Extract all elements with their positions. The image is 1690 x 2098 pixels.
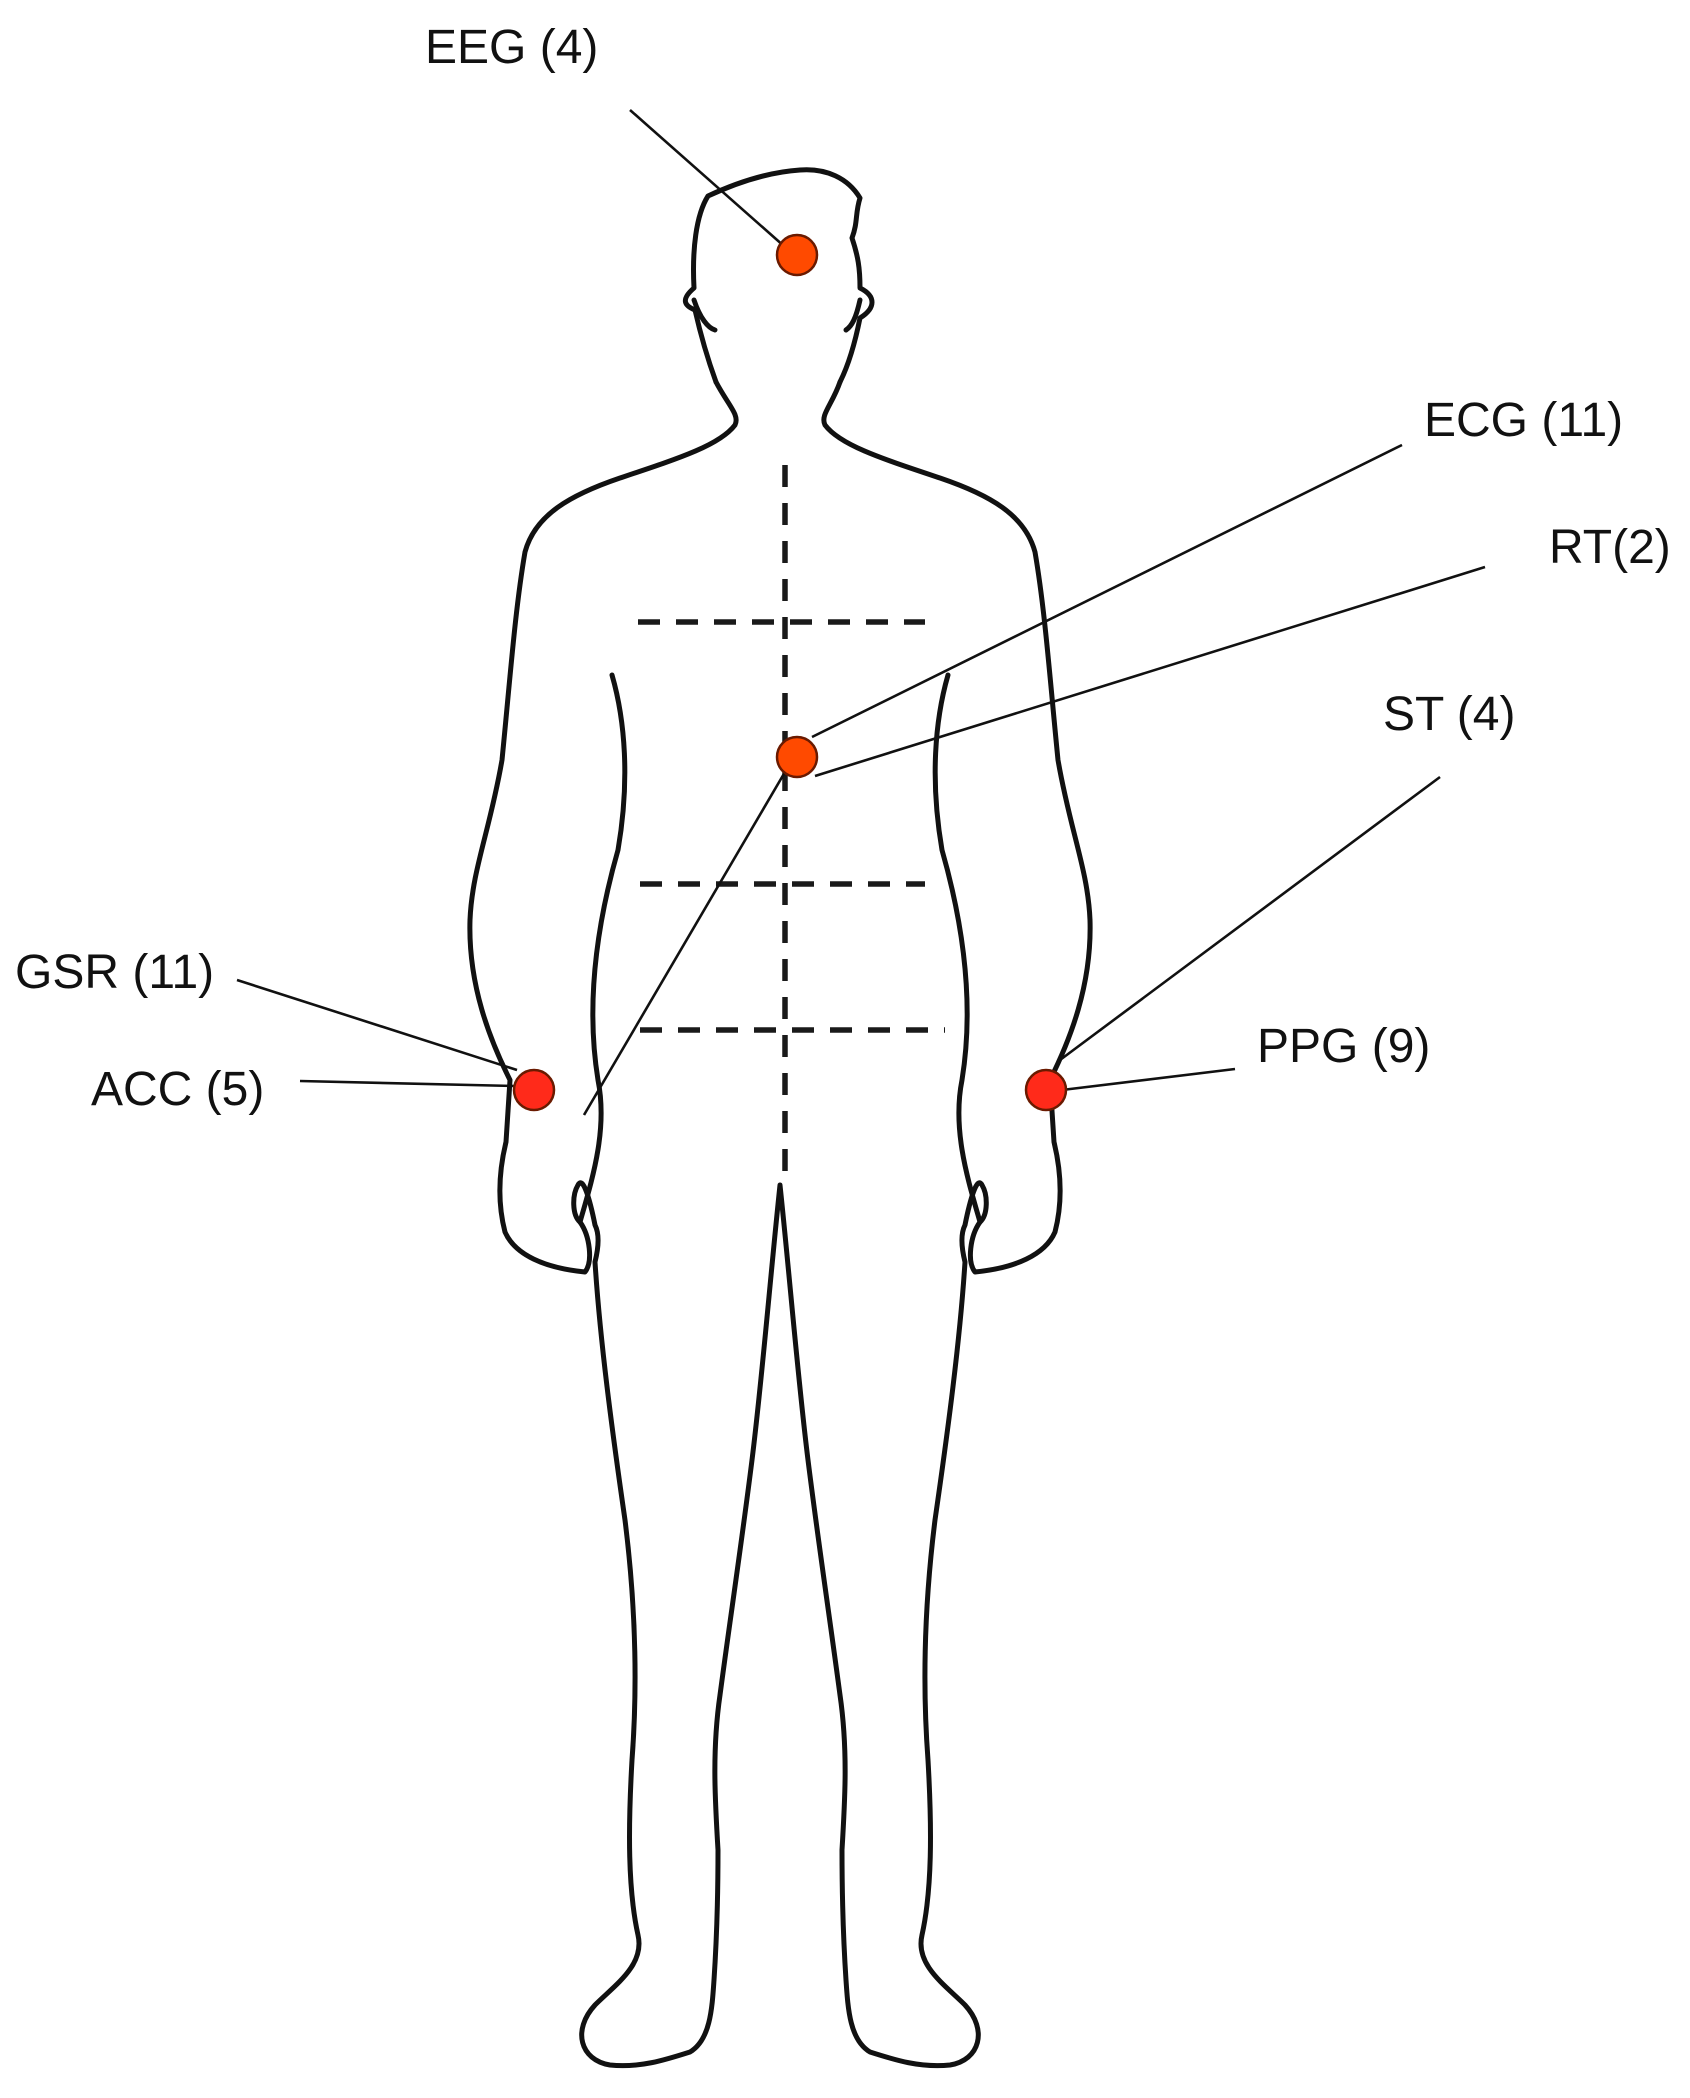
right-ear bbox=[843, 297, 863, 333]
human-body-outline bbox=[467, 167, 1093, 2069]
st-leader-line bbox=[1059, 775, 1441, 1062]
right-inner-arm bbox=[932, 672, 983, 1225]
left-inner-arm bbox=[577, 672, 628, 1225]
left-wrist-sensor-marker bbox=[512, 1068, 556, 1112]
rt-leader-line bbox=[814, 565, 1486, 778]
chest-sensor-marker bbox=[775, 735, 819, 779]
rt-label: RT(2) bbox=[1549, 521, 1671, 574]
eeg-leader-line bbox=[629, 109, 786, 248]
ecg-leader-line bbox=[811, 443, 1403, 739]
ecg-label: ECG (11) bbox=[1424, 394, 1623, 447]
eeg-label: EEG (4) bbox=[425, 21, 598, 74]
dashed-reference-grid bbox=[638, 465, 945, 1185]
gsr-leader-line bbox=[236, 978, 518, 1072]
acc-leader-line bbox=[299, 1079, 515, 1088]
st-label: ST (4) bbox=[1383, 688, 1515, 741]
body-silhouette bbox=[467, 379, 1093, 2069]
ppg-leader-line bbox=[1061, 1067, 1236, 1092]
acc-label: ACC (5) bbox=[91, 1063, 264, 1116]
right-wrist-sensor-marker bbox=[1024, 1068, 1068, 1112]
ppg-label: PPG (9) bbox=[1257, 1020, 1430, 1073]
sensor-labels: EEG (4) ECG (11) RT(2) ST (4) GSR (11) A… bbox=[15, 21, 1671, 1116]
chest-lower-leader-line bbox=[582, 771, 787, 1116]
sensor-markers bbox=[512, 233, 1068, 1112]
left-ear bbox=[691, 297, 718, 333]
head-outline bbox=[683, 167, 875, 385]
leader-lines bbox=[236, 109, 1486, 1116]
gsr-label: GSR (11) bbox=[15, 946, 214, 999]
eeg-sensor-marker bbox=[775, 233, 819, 277]
